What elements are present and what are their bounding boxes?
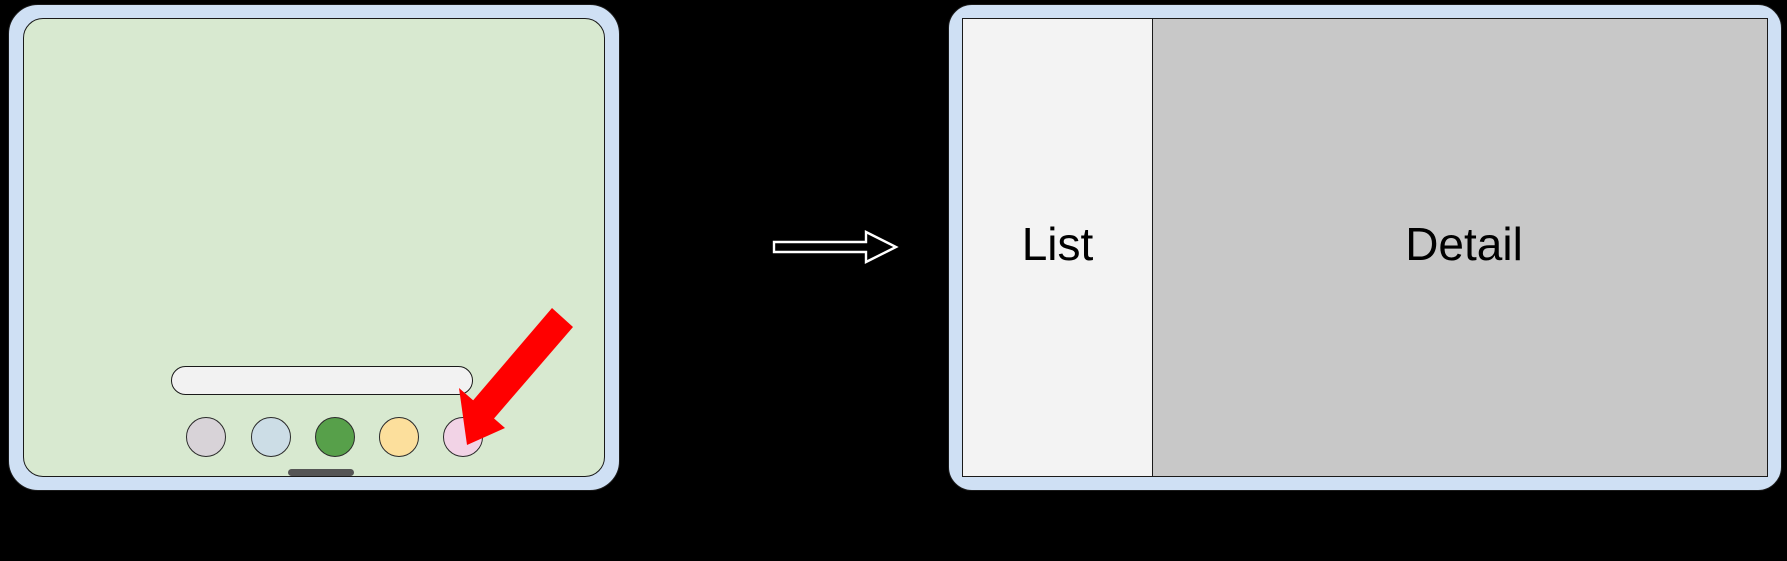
dock bbox=[24, 417, 606, 467]
tablet-expanded-device: List Detail bbox=[948, 4, 1782, 491]
pane-detail[interactable]: Detail bbox=[1153, 19, 1767, 476]
transition-arrow-icon bbox=[772, 230, 899, 264]
tablet-compact-screen bbox=[23, 18, 605, 477]
home-indicator bbox=[288, 469, 354, 476]
dock-icon-4[interactable] bbox=[379, 417, 419, 457]
dock-icon-1[interactable] bbox=[186, 417, 226, 457]
search-bar[interactable] bbox=[171, 366, 473, 395]
dock-icon-3[interactable] bbox=[315, 417, 355, 457]
dock-icon-5[interactable] bbox=[443, 417, 483, 457]
pane-detail-label: Detail bbox=[1405, 217, 1523, 270]
pane-list[interactable]: List bbox=[963, 19, 1153, 476]
tablet-compact-device bbox=[8, 4, 620, 491]
dock-icon-2[interactable] bbox=[251, 417, 291, 457]
split-view: List Detail bbox=[962, 18, 1768, 477]
pane-list-label: List bbox=[1021, 217, 1094, 270]
